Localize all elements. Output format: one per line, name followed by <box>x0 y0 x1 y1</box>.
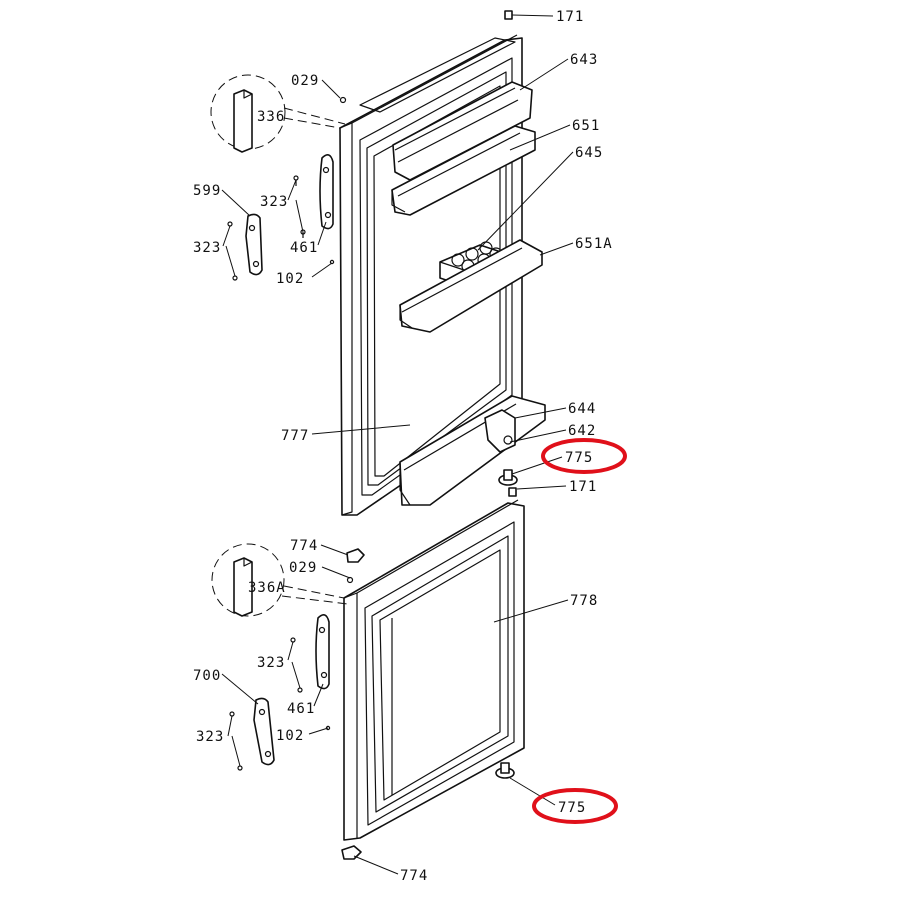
part-labels: 171 643 651 645 651A 644 642 775 171 777… <box>193 9 613 884</box>
label-775-top: 775 <box>565 450 593 466</box>
part-644 <box>399 395 546 506</box>
lower-door <box>343 499 525 841</box>
label-774-bot: 774 <box>400 868 428 884</box>
label-102-bot: 102 <box>276 728 304 744</box>
part-775-upper <box>498 469 518 486</box>
label-778: 778 <box>570 593 598 609</box>
label-171-top: 171 <box>556 9 584 25</box>
part-599 <box>245 213 263 276</box>
label-323-c: 323 <box>257 655 285 671</box>
label-651: 651 <box>572 118 600 134</box>
part-171-mid <box>508 487 517 497</box>
part-643 <box>392 81 533 181</box>
label-323-d: 323 <box>196 729 224 745</box>
label-323-b: 323 <box>193 240 221 256</box>
leader-lines <box>221 14 574 875</box>
highlight-775-upper <box>541 438 627 474</box>
part-171-top <box>504 10 513 20</box>
part-461-lower <box>315 614 330 690</box>
label-323-a: 323 <box>260 194 288 210</box>
label-461-bot: 461 <box>287 701 315 717</box>
label-461-top: 461 <box>290 240 318 256</box>
part-774-upper <box>346 548 365 563</box>
label-029-top: 029 <box>291 73 319 89</box>
label-643: 643 <box>570 52 598 68</box>
label-102-top: 102 <box>276 271 304 287</box>
label-775-bot: 775 <box>558 800 586 816</box>
label-651a: 651A <box>575 236 613 252</box>
part-700 <box>253 697 275 766</box>
label-336a: 336A <box>248 580 286 596</box>
label-336: 336 <box>257 109 285 125</box>
part-651a <box>399 239 543 333</box>
part-651 <box>391 125 536 216</box>
label-777: 777 <box>281 428 309 444</box>
label-029-bot: 029 <box>289 560 317 576</box>
label-599: 599 <box>193 183 221 199</box>
label-642: 642 <box>568 423 596 439</box>
detail-circle-336a <box>211 543 349 617</box>
label-171-mid: 171 <box>569 479 597 495</box>
part-774-lower <box>341 845 362 860</box>
label-700: 700 <box>193 668 221 684</box>
part-461-upper <box>319 154 334 230</box>
detail-circle-336 <box>210 74 346 153</box>
part-775-lower <box>495 762 515 779</box>
label-644: 644 <box>568 401 596 417</box>
label-774-top: 774 <box>290 538 318 554</box>
highlight-775-lower <box>532 788 618 824</box>
label-645: 645 <box>575 145 603 161</box>
